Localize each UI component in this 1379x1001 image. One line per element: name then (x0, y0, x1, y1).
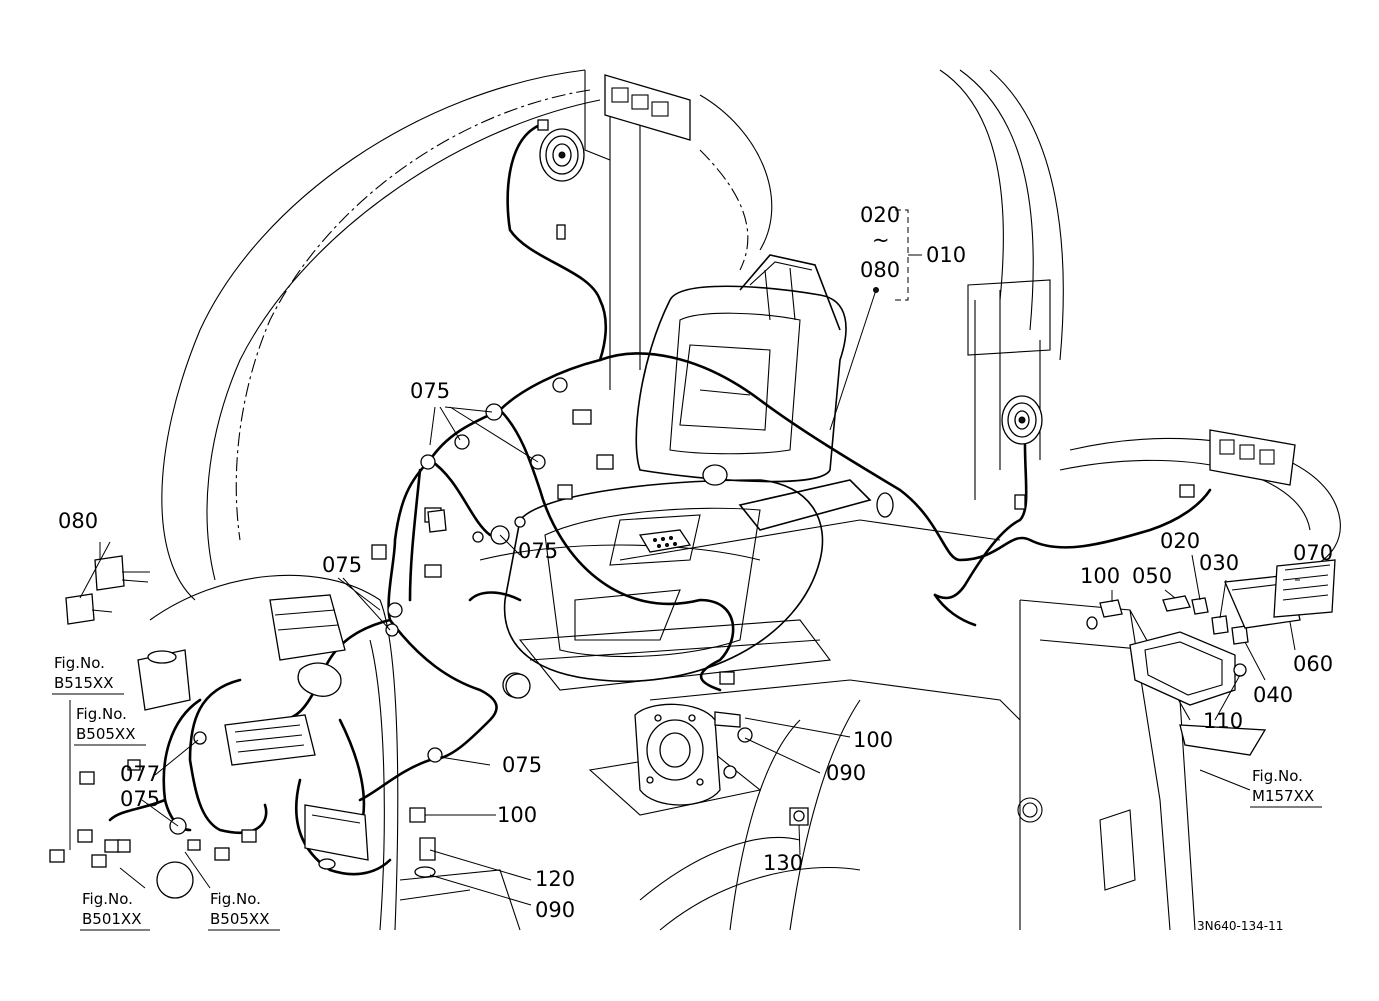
drawing-code: 3N640-134-11 (1197, 919, 1283, 933)
figure-ref-b515-number: B515XX (54, 674, 113, 692)
figure-ref-b501-number: B501XX (82, 910, 141, 928)
part-label-090: 090 (826, 761, 866, 785)
figure-ref-b505-number: B505XX (76, 725, 135, 743)
part-label-075: 075 (502, 753, 542, 777)
figure-ref-m157-title: Fig.No. (1252, 767, 1303, 785)
part-label-075: 075 (120, 787, 160, 811)
cab-outline (149, 69, 1341, 931)
connectors (49, 119, 1195, 899)
part-label-075: 075 (518, 539, 558, 563)
part-labels: 020 ~ 080 010 075 075 075 075 075 077 08… (58, 203, 1333, 922)
figure-ref-b501-title: Fig.No. (82, 890, 133, 908)
figure-ref-m157-number: M157XX (1252, 787, 1314, 805)
operator-seat (503, 254, 872, 691)
figure-references: Fig.No. B515XX Fig.No. B505XX Fig.No. B5… (52, 654, 1322, 931)
beacon-switch-parts (1086, 559, 1336, 756)
part-label-075: 075 (322, 553, 362, 577)
part-label-tilde: ~ (872, 228, 890, 252)
part-label-010: 010 (926, 243, 966, 267)
part-label-070: 070 (1293, 541, 1333, 565)
part-label-100: 100 (1080, 564, 1120, 588)
leader-lines (69, 209, 1300, 906)
part-label-130: 130 (763, 851, 803, 875)
part-label-050: 050 (1132, 564, 1172, 588)
part-label-090: 090 (535, 898, 575, 922)
part-label-030: 030 (1199, 551, 1239, 575)
part-label-040: 040 (1253, 683, 1293, 707)
part-label-020: 020 (860, 203, 900, 227)
part-label-077: 077 (120, 762, 160, 786)
work-lamps (539, 74, 1296, 486)
part-label-100: 100 (853, 728, 893, 752)
figure-ref-b505-title: Fig.No. (210, 890, 261, 908)
part-label-080: 080 (58, 509, 98, 533)
figure-ref-b505-title: Fig.No. (76, 705, 127, 723)
figure-ref-b505-number: B505XX (210, 910, 269, 928)
part-label-100: 100 (497, 803, 537, 827)
figure-ref-b515-title: Fig.No. (54, 654, 105, 672)
part-label-080: 080 (860, 258, 900, 282)
part-label-120: 120 (535, 867, 575, 891)
part-label-060: 060 (1293, 652, 1333, 676)
part-label-075: 075 (410, 379, 450, 403)
part-label-020: 020 (1160, 529, 1200, 553)
part-label-110: 110 (1203, 709, 1243, 733)
